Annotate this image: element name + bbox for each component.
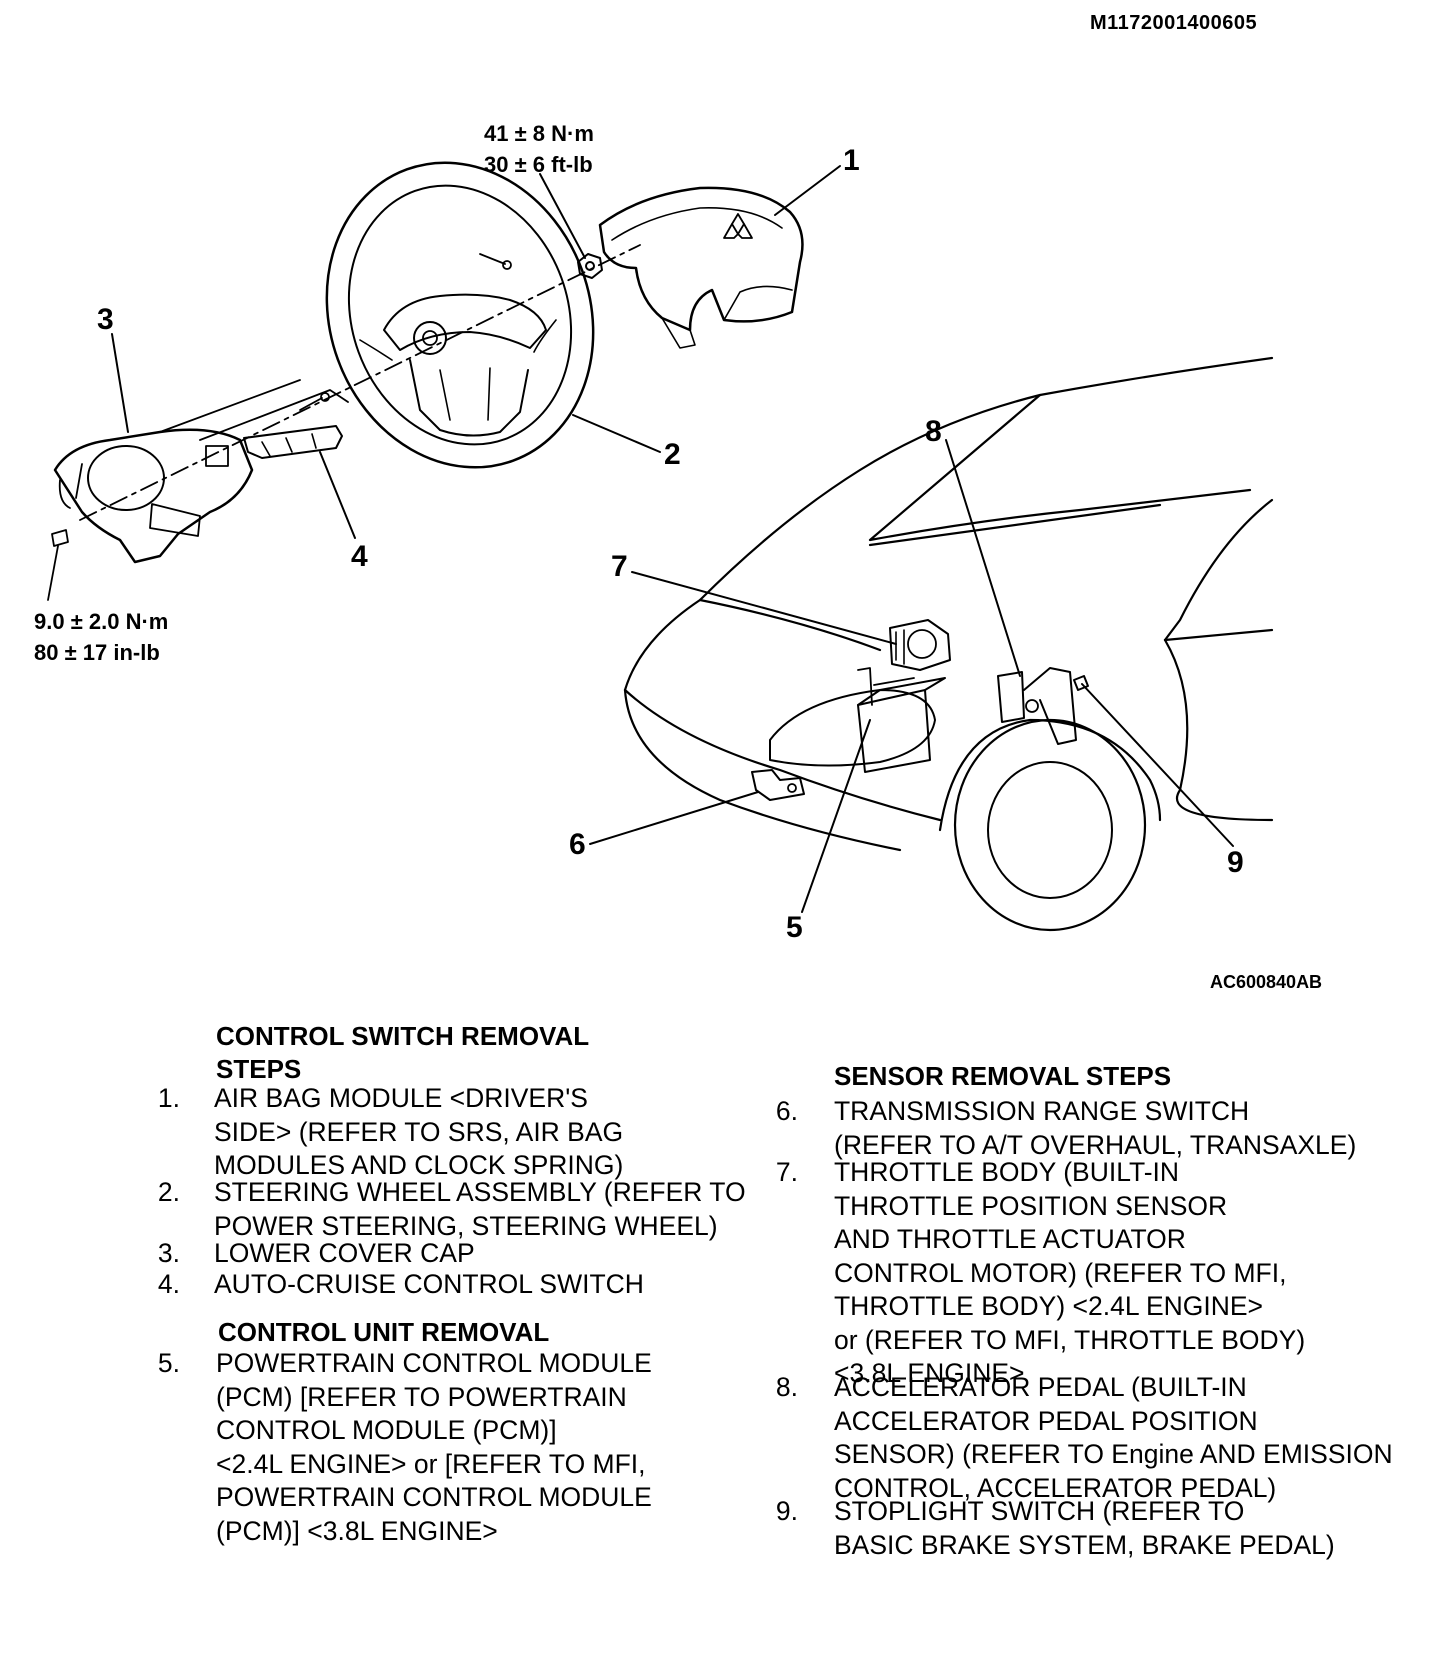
step-7: 7. THROTTLE BODY (BUILT-IN THROTTLE POSI… <box>760 1156 1450 1391</box>
steering-nut-torque: 41 ± 8 N·m 30 ± 6 ft-lb <box>484 118 594 180</box>
step-text: AUTO-CRUISE CONTROL SWITCH <box>214 1269 644 1299</box>
step-text: AIR BAG MODULE <DRIVER'S SIDE> (REFER TO… <box>214 1083 624 1180</box>
vehicle-body-outline <box>623 356 1274 932</box>
switch-screw-icon <box>299 392 330 411</box>
step-6: 6. TRANSMISSION RANGE SWITCH (REFER TO A… <box>760 1095 1450 1163</box>
mitsubishi-logo-icon <box>723 213 753 239</box>
control-switch-title: CONTROL SWITCH REMOVAL STEPS <box>216 1021 590 1084</box>
document-id: M1172001400605 <box>1090 12 1258 34</box>
callout-7: 7 <box>611 550 628 583</box>
step-text: LOWER COVER CAP <box>214 1238 475 1268</box>
callout-5: 5 <box>786 911 803 944</box>
step-number: 3. <box>157 1238 180 1268</box>
step-number: 7. <box>775 1157 798 1187</box>
accelerator-pedal <box>997 667 1077 745</box>
column-axis-line <box>79 244 641 521</box>
callout-2: 2 <box>664 438 681 471</box>
step-number: 4. <box>157 1269 180 1299</box>
column-lower-cover <box>53 379 349 564</box>
step-text: ACCELERATOR PEDAL (BUILT-IN ACCELERATOR … <box>834 1372 1393 1503</box>
torque-metric: 9.0 ± 2.0 N·m <box>34 609 169 634</box>
callout-4: 4 <box>351 540 368 573</box>
transmission-range-switch <box>751 769 805 801</box>
step-number: 2. <box>157 1177 180 1207</box>
step-1: 1. AIR BAG MODULE <DRIVER'S SIDE> (REFER… <box>142 1082 762 1183</box>
step-number: 6. <box>775 1096 798 1126</box>
exploded-view-illustration <box>47 161 1274 932</box>
steering-nut-icon <box>577 253 603 279</box>
control-unit-title: CONTROL UNIT REMOVAL <box>218 1317 550 1347</box>
sensor-title: SENSOR REMOVAL STEPS <box>834 1061 1172 1091</box>
throttle-body <box>889 619 951 671</box>
torque-imperial: 30 ± 6 ft-lb <box>484 152 593 177</box>
step-8: 8. ACCELERATOR PEDAL (BUILT-IN ACCELERAT… <box>760 1371 1450 1505</box>
step-2: 2. STEERING WHEEL ASSEMBLY (REFER TO POW… <box>142 1176 762 1244</box>
step-number: 5. <box>157 1348 180 1378</box>
callout-leader-lines <box>111 165 1234 913</box>
callout-1: 1 <box>843 144 860 177</box>
step-9: 9. STOPLIGHT SWITCH (REFER TO BASIC BRAK… <box>760 1495 1450 1563</box>
callout-3: 3 <box>97 303 114 336</box>
stoplight-switch <box>1073 675 1089 691</box>
airbag-module <box>598 186 804 349</box>
cover-bolt-torque: 9.0 ± 2.0 N·m 80 ± 17 in-lb <box>34 606 168 668</box>
step-4: 4. AUTO-CRUISE CONTROL SWITCH <box>142 1268 762 1302</box>
step-number: 1. <box>157 1083 180 1113</box>
callout-9: 9 <box>1227 846 1244 879</box>
step-text: THROTTLE BODY (BUILT-IN THROTTLE POSITIO… <box>834 1157 1306 1388</box>
callout-6: 6 <box>569 828 586 861</box>
step-5: 5. POWERTRAIN CONTROL MODULE (PCM) [REFE… <box>142 1347 762 1550</box>
step-text: POWERTRAIN CONTROL MODULE (PCM) [REFER T… <box>216 1348 652 1546</box>
step-3: 3. LOWER COVER CAP <box>142 1237 762 1271</box>
wheel-screw-icon <box>479 253 512 270</box>
torque-metric: 41 ± 8 N·m <box>484 121 594 146</box>
powertrain-control-module <box>857 667 946 773</box>
steering-wheel <box>325 161 595 469</box>
step-number: 9. <box>775 1496 798 1526</box>
step-text: STOPLIGHT SWITCH (REFER TO BASIC BRAKE S… <box>834 1496 1335 1560</box>
step-number: 8. <box>775 1372 798 1402</box>
auto-cruise-control-switch <box>243 425 343 459</box>
step-text: TRANSMISSION RANGE SWITCH (REFER TO A/T … <box>834 1096 1357 1160</box>
torque-imperial: 80 ± 17 in-lb <box>34 640 160 665</box>
step-text: STEERING WHEEL ASSEMBLY (REFER TO POWER … <box>214 1177 746 1241</box>
cover-screw-icon <box>47 529 69 601</box>
figure-id: AC600840AB <box>1210 972 1323 992</box>
